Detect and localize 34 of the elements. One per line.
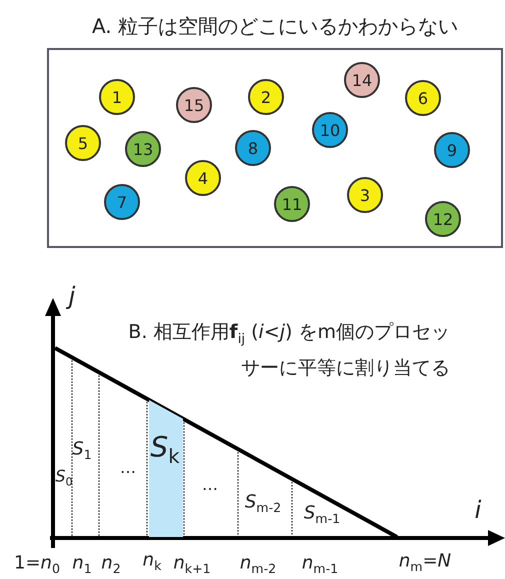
particle-circle: 4 xyxy=(185,160,221,196)
panel-title: A. 粒子は空間のどこにいるかわからない xyxy=(92,16,458,36)
particle-circle: 11 xyxy=(274,186,310,222)
highlighted-strip: S$_{k}$ xyxy=(149,400,183,537)
particle-circle: 5 xyxy=(65,125,101,161)
tick-label: 1=n$_{0}$ xyxy=(14,554,60,576)
particle-circle: 13 xyxy=(125,131,161,167)
tick-label: n$_{m-2}$ xyxy=(240,554,276,576)
particle-circle: 6 xyxy=(405,80,441,116)
tick-label: n$_{m-1}$ xyxy=(302,554,338,576)
segment-label: S$_{m-1}$ xyxy=(304,504,340,526)
segment-label: S$_{0}$ xyxy=(55,468,73,488)
tick-label: n$_{k}$ xyxy=(142,551,162,573)
segment-label: S$_{m-2}$ xyxy=(244,493,282,515)
particle-circle: 14 xyxy=(344,62,380,98)
tick-label: n$_{2}$ xyxy=(101,554,121,576)
particle-circle: 10 xyxy=(312,112,348,148)
particle-circle: 2 xyxy=(248,79,284,115)
axis-label: i xyxy=(474,498,482,522)
tick-label: n$_{k+1}$ xyxy=(173,554,211,576)
axis-label: j xyxy=(68,284,76,308)
segment-label: S$_{1}$ xyxy=(72,440,92,462)
tick-label: n$_{1}$ xyxy=(72,554,92,576)
particle-circle: 3 xyxy=(347,177,383,213)
ellipsis: … xyxy=(120,460,136,476)
tick-label: n$_{m}$=N xyxy=(398,552,452,574)
particle-circle: 15 xyxy=(176,87,212,123)
particle-circle: 1 xyxy=(99,79,135,115)
particle-circle: 8 xyxy=(235,130,271,166)
particle-circle: 9 xyxy=(434,132,470,168)
particle-circle: 7 xyxy=(104,184,140,220)
panel-title: B. 相互作用f$_{ij}$ (i<j) をm個のプロセッサーに平等に割り当てる xyxy=(128,320,450,381)
ellipsis: … xyxy=(202,477,218,493)
particle-circle: 12 xyxy=(425,201,461,237)
